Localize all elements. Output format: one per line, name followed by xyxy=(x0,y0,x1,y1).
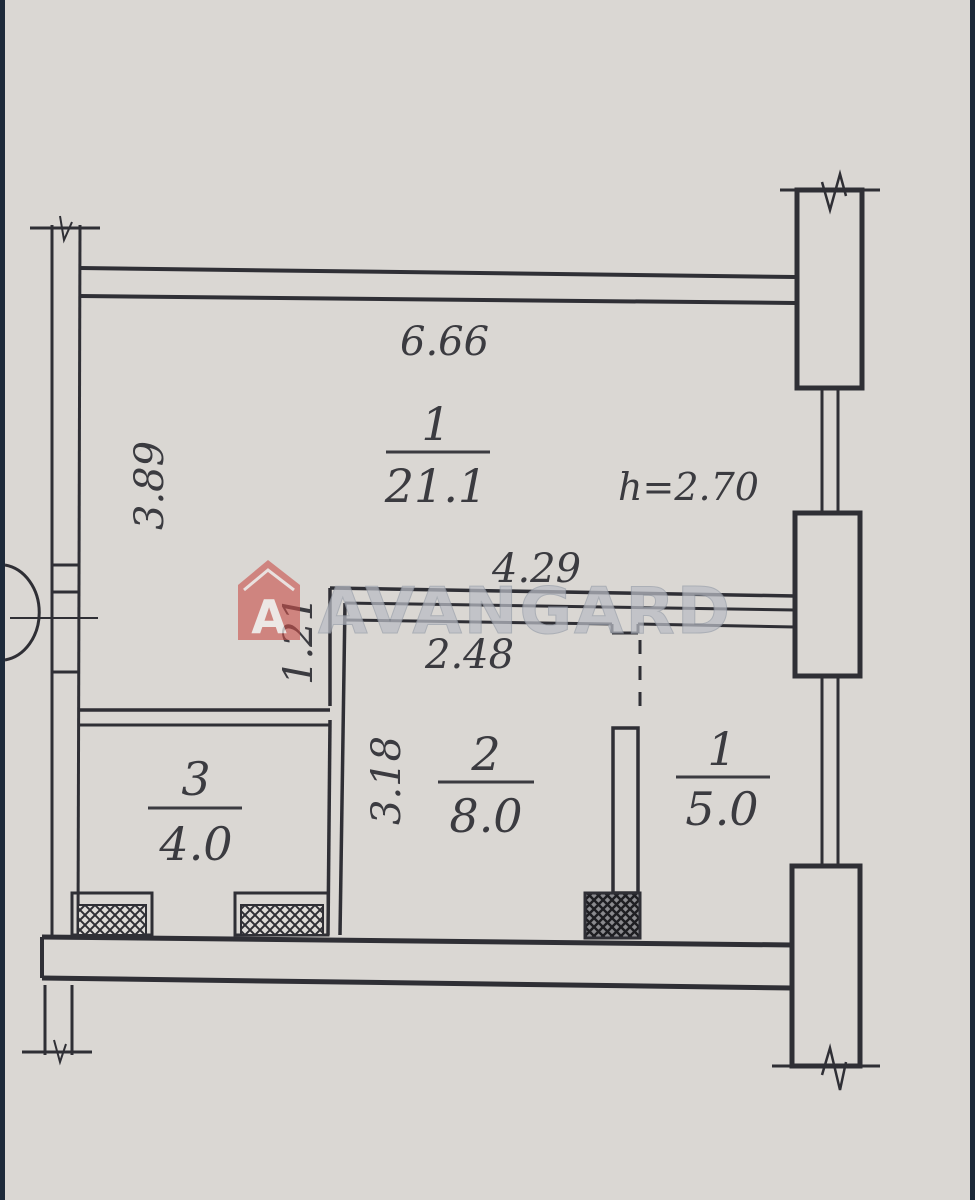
room-area: 8.0 xyxy=(449,789,522,843)
paper-background xyxy=(5,0,970,1200)
walls xyxy=(4,169,880,1091)
room-area: 5.0 xyxy=(685,782,758,836)
room-number: 1 xyxy=(707,722,736,776)
room-label-main: 1 21.1 xyxy=(384,397,490,513)
room-number: 3 xyxy=(181,752,210,806)
watermark-text: AVANGARD xyxy=(318,575,732,649)
dim-upper-partition: 4.29 xyxy=(491,546,581,592)
room-number: 1 xyxy=(421,397,450,451)
room-labels: 1 21.1 2 8.0 3 4.0 1 5.0 xyxy=(148,397,770,871)
room-area: 4.0 xyxy=(158,817,232,871)
room-label-room2: 2 8.0 xyxy=(438,727,534,843)
dim-ceiling-height: h=2.70 xyxy=(618,465,759,509)
dim-room2-height: 3.18 xyxy=(364,736,410,825)
room-label-room3: 3 4.0 xyxy=(148,752,242,871)
room-label-loggia: 1 5.0 xyxy=(676,722,770,836)
room-number: 2 xyxy=(470,727,500,781)
dim-left-height: 3.89 xyxy=(127,441,173,530)
watermark-logo-letter: A xyxy=(251,590,287,644)
dim-room2-width: 2.48 xyxy=(424,632,514,678)
room-area: 21.1 xyxy=(384,459,487,513)
watermark: A AVANGARD xyxy=(238,560,732,650)
dim-top-width: 6.66 xyxy=(400,319,489,365)
vent-block-right xyxy=(583,891,642,940)
vent-blocks xyxy=(70,891,642,940)
avangard-logo-icon: A xyxy=(238,560,300,644)
dimension-labels: 6.66 3.89 h=2.70 4.29 1.21 2.48 3.18 xyxy=(127,319,759,825)
